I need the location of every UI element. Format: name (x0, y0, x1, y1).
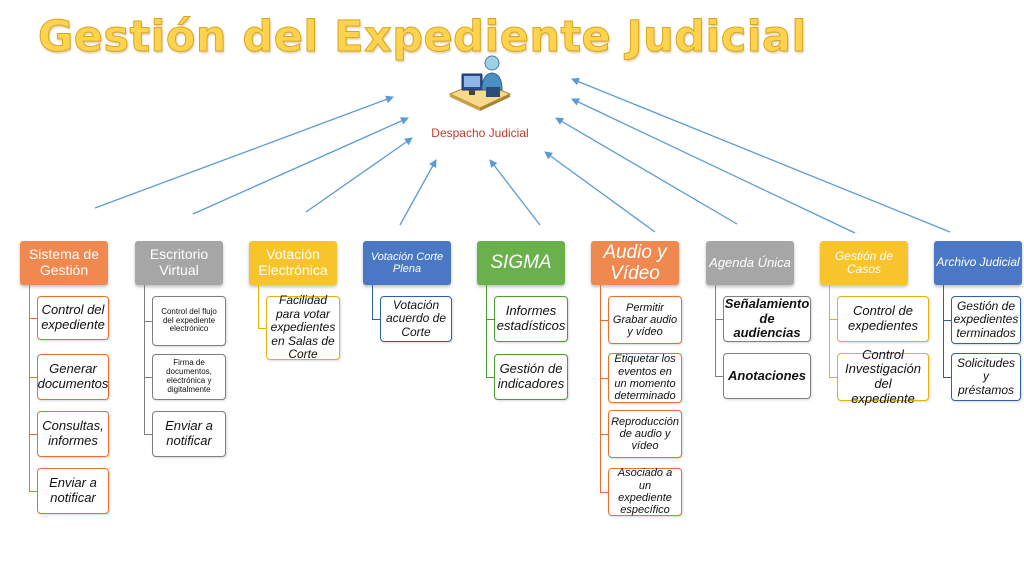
person-at-computer-icon (446, 54, 514, 112)
arrow-sistema (94, 95, 394, 209)
node-agenda-1: Señalamiento de audiencias (723, 296, 811, 342)
connector-line (29, 285, 30, 491)
connector-line (600, 378, 608, 379)
branch-gestion-casos: Gestión de Casos (820, 241, 908, 285)
connector-line (144, 321, 152, 322)
node-escritorio-3: Enviar a notificar (152, 411, 226, 457)
connector-line (144, 285, 145, 434)
node-sistema-4: Enviar a notificar (37, 468, 109, 514)
node-gestion-casos-2: Control Investigación del expediente (837, 347, 929, 405)
branch-votacion-electronica: Votación Electrónica (249, 241, 337, 285)
connector-line (829, 377, 837, 378)
node-agenda-2: Anotaciones (723, 353, 811, 399)
connector-line (29, 491, 37, 492)
node-archivo-2: Solicitudes y préstamos (951, 353, 1021, 401)
node-audio-video-2: Etiquetar los eventos en un momento dete… (608, 353, 682, 403)
connector-line (715, 319, 723, 320)
connector-line (829, 319, 837, 320)
arrow-votacion-corte (399, 159, 437, 226)
connector-line (372, 319, 380, 320)
connector-line (943, 285, 944, 377)
connector-line (715, 376, 723, 377)
node-audio-video-3: Reproducción de audio y vídeo (608, 410, 682, 458)
node-sistema-3: Consultas, informes (37, 411, 109, 457)
branch-sigma: SIGMA (477, 241, 565, 285)
node-audio-video-1: Permitir Grabar audio y vídeo (608, 296, 682, 344)
node-escritorio-1: Control del flujo del expediente electró… (152, 296, 226, 346)
connector-line (600, 285, 601, 492)
arrow-sigma (489, 159, 541, 226)
node-sistema-2: Generar documentos (37, 354, 109, 400)
connector-line (144, 434, 152, 435)
connector-line (943, 320, 951, 321)
arrow-audio-video (544, 151, 656, 233)
arrow-agenda (555, 117, 738, 225)
connector-line (258, 285, 259, 328)
hub-label: Despacho Judicial (431, 126, 529, 140)
connector-line (600, 492, 608, 493)
node-votacion-electronica-1: Facilidad para votar expedientes en Sala… (266, 294, 340, 361)
node-votacion-corte-1: Votación acuerdo de Corte (380, 296, 452, 342)
connector-line (600, 434, 608, 435)
connector-line (486, 319, 494, 320)
connector-line (829, 285, 830, 377)
connector-line (715, 285, 716, 376)
connector-line (372, 285, 373, 319)
node-sigma-2: Gestión de indicadores (494, 354, 568, 400)
connector-line (29, 318, 37, 319)
arrow-votacion-electronica (305, 137, 413, 213)
branch-audio-video: Audio y Vídeo (591, 241, 679, 285)
connector-line (486, 285, 487, 377)
branch-escritorio: Escritorio Virtual (135, 241, 223, 285)
node-audio-video-4: Asociado a un expediente específico (608, 467, 682, 516)
connector-line (600, 320, 608, 321)
branch-archivo: Archivo Judicial (934, 241, 1022, 285)
node-sigma-1: Informes estadísticos (494, 296, 568, 342)
page-title: Gestión del Expediente Judicial (38, 12, 807, 63)
branch-votacion-corte: Votación Corte Plena (363, 241, 451, 285)
connector-line (29, 434, 37, 435)
branch-agenda: Agenda Única (706, 241, 794, 285)
node-archivo-1: Gestión de expedientes terminados (951, 296, 1021, 344)
arrow-escritorio (192, 117, 409, 215)
arrow-archivo (571, 77, 951, 233)
connector-line (486, 377, 494, 378)
connector-line (29, 377, 37, 378)
connector-line (258, 328, 266, 329)
node-escritorio-2: Firma de documentos, electrónica y digit… (152, 354, 226, 400)
node-sistema-1: Control del expediente (37, 296, 109, 340)
arrow-gestion-casos (571, 98, 856, 234)
node-gestion-casos-1: Control de expedientes (837, 296, 929, 342)
connector-line (943, 377, 951, 378)
connector-line (144, 377, 152, 378)
branch-sistema: Sistema de Gestión (20, 241, 108, 285)
